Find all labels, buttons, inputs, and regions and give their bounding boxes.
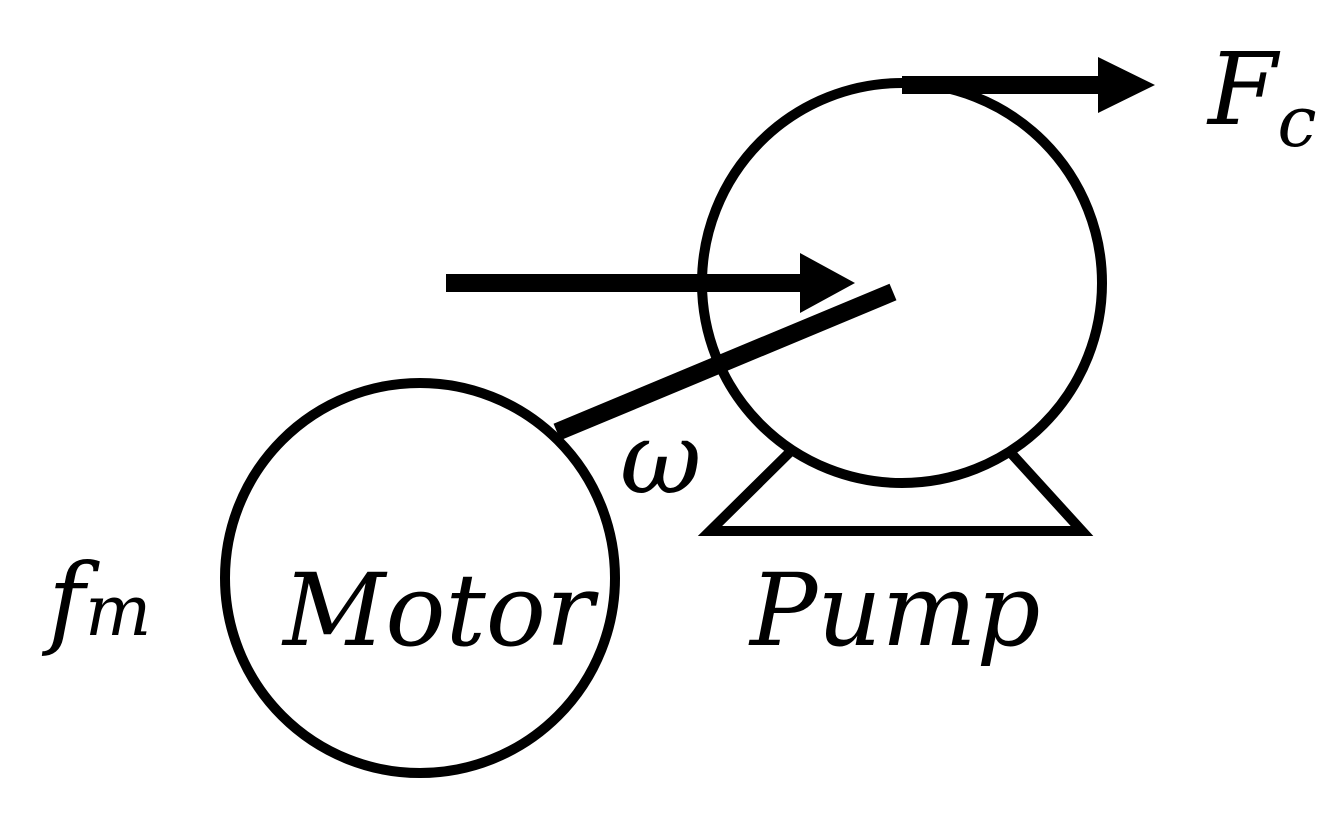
fc-subscript: c [1277, 81, 1316, 163]
omega-label: ω [620, 400, 702, 517]
pump-stand [697, 448, 1094, 536]
motor-label: Motor [281, 552, 599, 669]
motor-circle [220, 378, 620, 778]
force-arrowhead [1098, 57, 1155, 113]
fm-label: fm [41, 542, 151, 659]
shaft-line [553, 283, 897, 441]
fc-main: F [1206, 31, 1281, 148]
fc-label: Fc [1206, 31, 1317, 163]
pump-label: Pump [748, 552, 1041, 669]
input-arrowhead [800, 253, 855, 313]
fm-subscript: m [85, 570, 151, 652]
